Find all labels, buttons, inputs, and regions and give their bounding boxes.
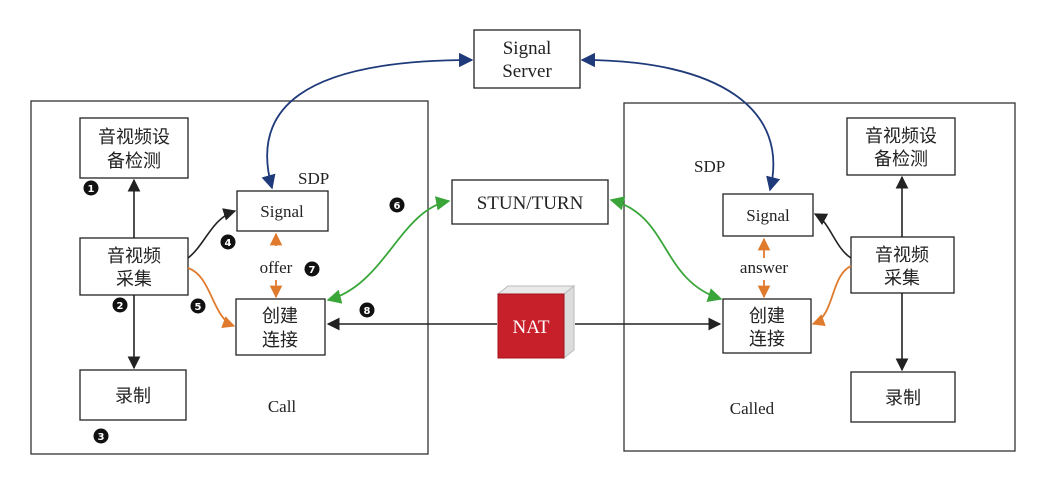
callee-connect-line2: 连接 [749,329,785,350]
caller-record-label: 录制 [115,386,151,407]
caller-sdp-label: SDP [298,169,329,188]
caller-capture-box [79,237,189,296]
callee-capture-line2: 采集 [884,268,920,289]
step-5-label: 5 [195,302,202,313]
callee-frame [623,102,1016,452]
caller-capture-line1: 音视频 [107,246,161,267]
caller-signal-label: Signal [260,202,304,221]
caller-device-check-line2: 备检测 [107,151,161,172]
signal-server-box [473,29,581,89]
caller-device-check-line1: 音视频设 [98,127,170,148]
step-8-label: 8 [364,306,371,317]
step-7-label: 7 [309,265,316,276]
callee-device-check-box [846,117,956,176]
step-2-marker: 2 [112,297,128,313]
caller-caption: Call [268,397,297,416]
caller-device-check-box [79,117,189,179]
caller-record-box [79,369,187,421]
step-1-label: 1 [88,184,95,195]
step-7-marker: 7 [304,261,320,277]
step-3-label: 3 [98,432,105,443]
callee-connect-line1: 创建 [749,306,785,327]
signal-server-label-line2: Server [502,61,552,82]
callee-signaling-arc [580,52,781,192]
step-3-marker: 3 [93,428,109,444]
callee-caption: Called [730,399,775,418]
caller-signaling-arc [261,52,474,190]
caller-connect-line1: 创建 [262,306,298,327]
callee-signal-label: Signal [746,206,790,225]
step-6-label: 6 [394,201,401,212]
callee-sdp-label: SDP [694,157,725,176]
caller-signal-box [236,190,329,232]
step-1-marker: 1 [83,180,99,196]
callee-connect-box [722,298,812,354]
signal-server-label-line1: Signal [503,38,552,59]
callee-device-check-line1: 音视频设 [865,126,937,147]
callee-signal-box [722,193,814,237]
step-2-label: 2 [117,301,124,312]
callee-capture-to-signal-arrow [813,213,852,259]
caller-offer-label: offer [260,258,293,277]
callee-capture-to-connect-arrow [811,265,852,327]
caller-capture-to-connect-arrow [187,267,236,329]
step-6-marker: 6 [389,197,405,213]
step-5-marker: 5 [190,298,206,314]
step-4-marker: 4 [220,234,236,250]
callee-capture-box [850,236,955,294]
callee-record-label: 录制 [885,388,921,409]
callee-capture-line1: 音视频 [875,245,929,266]
step-4-label: 4 [225,238,232,249]
nat-block: NAT [496,284,576,360]
caller-connect-line2: 连接 [262,330,298,351]
nat-label: NAT [513,317,550,338]
caller-ice-curve [326,196,451,304]
callee-device-check-line2: 备检测 [874,149,928,170]
callee-record-box [850,371,956,423]
caller-connect-box [235,298,326,356]
stun-turn-label: STUN/TURN [477,193,584,214]
caller-capture-line2: 采集 [116,269,152,290]
callee-answer-label: answer [740,258,788,277]
callee-ice-curve [609,196,723,303]
step-8-marker: 8 [359,302,375,318]
nat-face [497,293,565,359]
caller-capture-to-signal-arrow [187,208,237,259]
